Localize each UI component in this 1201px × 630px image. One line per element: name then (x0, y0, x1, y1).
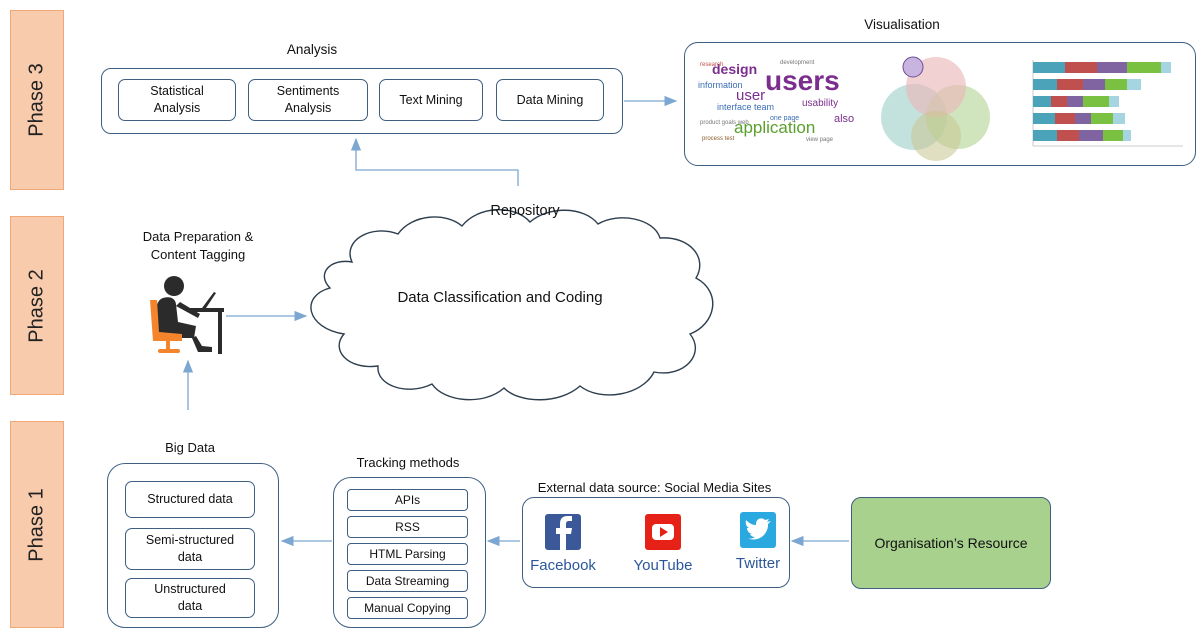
svg-text:view page: view page (806, 137, 834, 143)
svg-text:process test: process test (702, 136, 735, 142)
venn-diagram-thumbnail (881, 56, 990, 161)
svg-text:interface team: interface team (717, 102, 774, 112)
unstructured-data-box: Unstructured data (125, 578, 255, 618)
svg-text:application: application (734, 118, 815, 137)
twitter-icon (740, 512, 776, 548)
semi-structured-data-box: Semi-structured data (125, 528, 255, 570)
youtube-label: YouTube (633, 557, 693, 574)
repository-title: Repository (490, 203, 560, 219)
svg-text:research: research (700, 62, 723, 68)
statistical-analysis-box: Statistical Analysis (118, 79, 236, 121)
tracking-title: Tracking methods (356, 455, 460, 470)
facebook-label: Facebook (530, 557, 596, 574)
big-data-title: Big Data (165, 440, 215, 455)
external-source-container (522, 497, 790, 588)
tracking-manual-copying: Manual Copying (347, 597, 468, 619)
tracking-apis: APIs (347, 489, 468, 511)
svg-text:development: development (780, 60, 815, 66)
organisation-resource-box: Organisation’s Resource (851, 497, 1051, 589)
phase-2-bar: Phase 2 (10, 216, 64, 395)
svg-text:usability: usability (802, 98, 838, 109)
phase-3-bar: Phase 3 (10, 10, 64, 190)
youtube-icon (645, 514, 681, 550)
svg-text:users: users (765, 65, 840, 96)
facebook-icon (545, 514, 581, 550)
preparation-title: Data Preparation & Content Tagging (142, 229, 254, 262)
sentiments-analysis-box: Sentiments Analysis (248, 79, 368, 121)
stacked-bar-thumbnail (1032, 60, 1183, 147)
visualisation-container (684, 42, 1196, 166)
cloud-text: Data Classification and Coding (397, 289, 603, 306)
svg-text:user: user (736, 87, 765, 104)
svg-text:also: also (834, 113, 854, 125)
word-cloud-thumbnail: design users information user usability … (698, 60, 854, 143)
tracking-rss: RSS (347, 516, 468, 538)
visualisation-title: Visualisation (864, 17, 940, 32)
svg-text:design: design (712, 61, 757, 77)
structured-data-box: Structured data (125, 481, 255, 518)
person-at-desk-icon (150, 276, 224, 354)
svg-text:product goals web: product goals web (700, 120, 749, 126)
repository-cloud (310, 209, 714, 401)
svg-text:one page: one page (770, 115, 799, 122)
text-mining-box: Text Mining (379, 79, 483, 121)
arrow-repository-to-analysis (350, 137, 519, 186)
tracking-html-parsing: HTML Parsing (347, 543, 468, 565)
external-source-title: External data source: Social Media Sites (537, 480, 772, 495)
phase-1-bar: Phase 1 (10, 421, 64, 628)
svg-text:information: information (698, 80, 743, 90)
tracking-data-streaming: Data Streaming (347, 570, 468, 592)
analysis-title: Analysis (286, 42, 338, 57)
twitter-label: Twitter (735, 555, 781, 572)
data-mining-box: Data Mining (496, 79, 604, 121)
